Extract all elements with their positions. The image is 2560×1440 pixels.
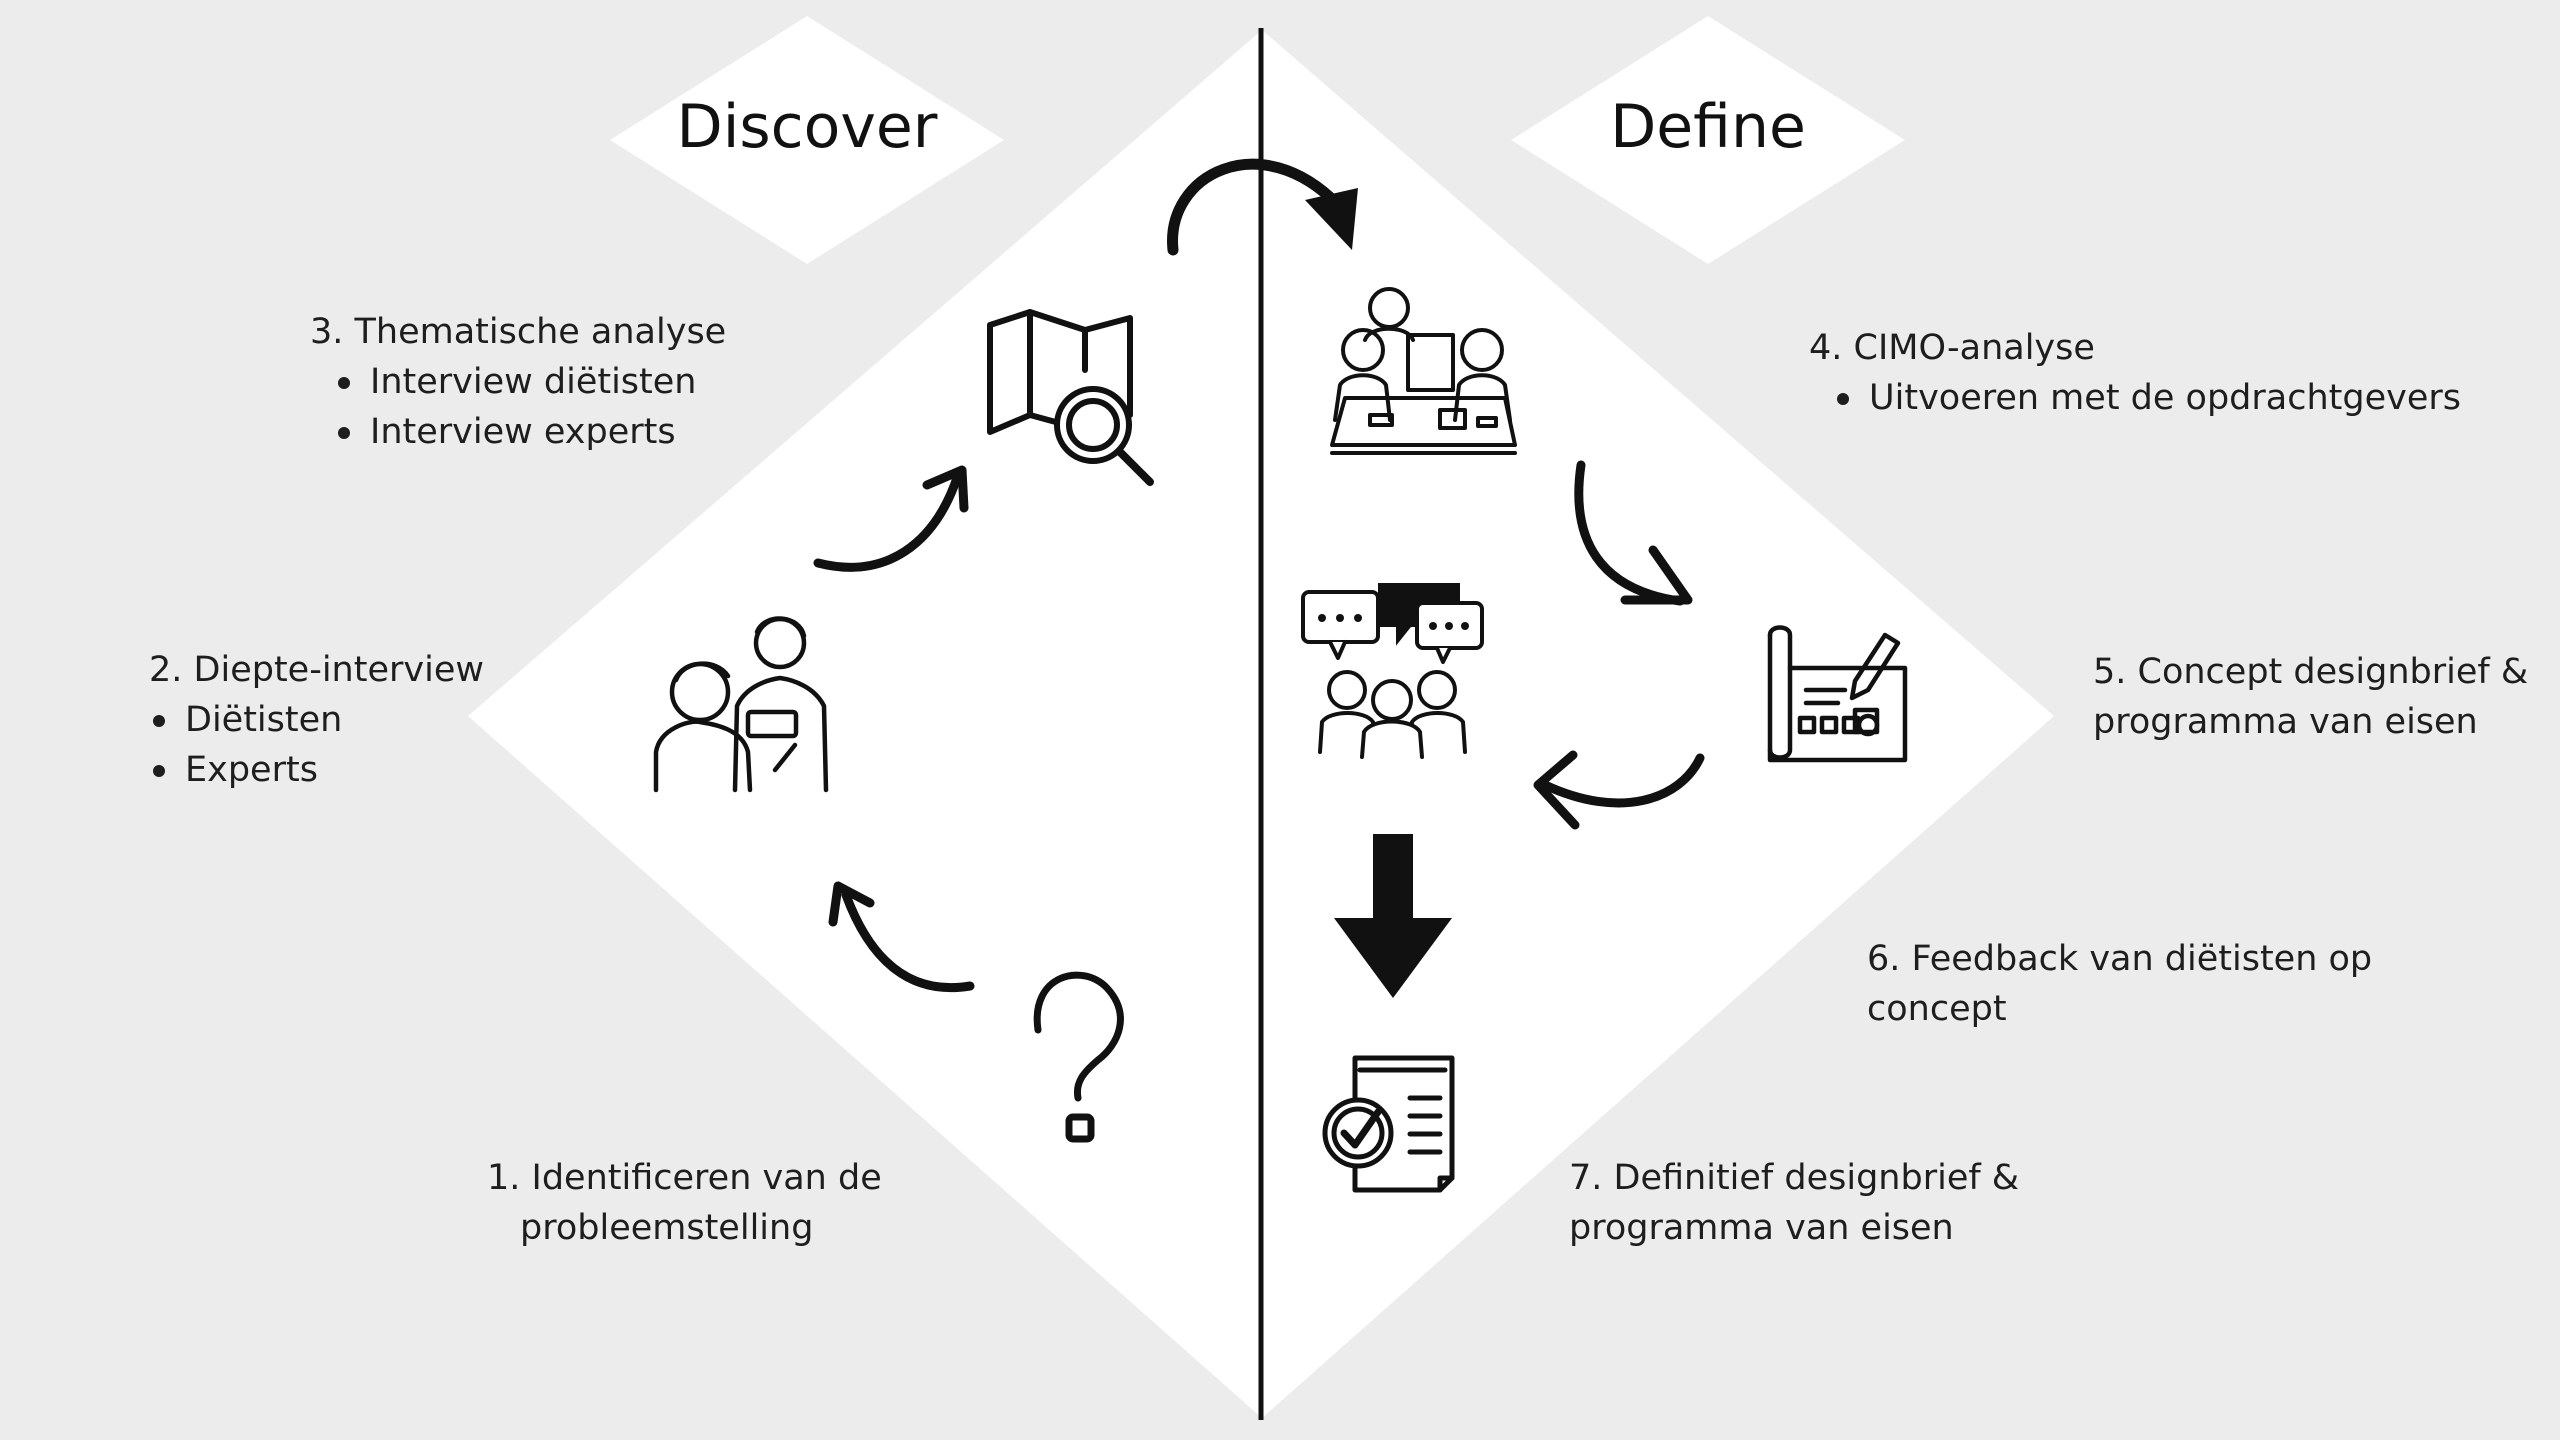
discover-phase-title: Discover [676, 92, 938, 162]
step-4-bullet-1: Uitvoeren met de opdrachtgevers [1833, 373, 2461, 423]
step-5-line-2: programma van eisen [2093, 702, 2478, 742]
step-3-bullet-2: Interview experts [334, 407, 726, 457]
define-diamond [1262, 30, 2054, 1418]
discover-title-diamond [610, 16, 1004, 264]
meeting-table-icon [1330, 287, 1517, 455]
step-2-label: 2. Diepte-interview Diëtisten Experts [149, 645, 484, 795]
map-magnifier-icon [987, 309, 1154, 486]
step-7-line-2: programma van eisen [1569, 1208, 1954, 1248]
arrow-step4-to-step5 [1574, 460, 1693, 606]
arrow-step5-to-step6 [1533, 750, 1705, 830]
step-3-bullet-1: Interview diëtisten [334, 357, 726, 407]
step-7-line-1: 7. Definitief designbrief & [1569, 1158, 2020, 1198]
arrow-step2-to-step3 [813, 465, 969, 572]
define-title-diamond [1511, 16, 1905, 264]
step-1-line-2: probleemstelling [520, 1208, 814, 1248]
step-2-bullet-1: Diëtisten [149, 695, 484, 745]
arrow-step1-to-step2 [828, 881, 975, 993]
step-4-title: 4. CIMO-analyse [1809, 328, 2095, 368]
discover-diamond [468, 30, 1262, 1418]
step-6-label: 6. Feedback van diëtisten op concept [1867, 934, 2372, 1034]
question-mark-icon [1033, 971, 1124, 1143]
arrow-discover-to-define [1167, 158, 1358, 256]
step-2-title: 2. Diepte-interview [149, 650, 484, 690]
step-7-label: 7. Definitief designbrief & programma va… [1569, 1153, 2019, 1253]
checklist-document-icon [1322, 1055, 1455, 1193]
step-2-bullet-2: Experts [149, 745, 484, 795]
step-3-label: 3. Thematische analyse Interview diëtist… [310, 307, 726, 457]
group-discussion-icon [1301, 583, 1484, 759]
define-phase-title: Define [1610, 92, 1806, 162]
interview-people-icon [653, 616, 829, 793]
arrow-step6-to-step7 [1334, 834, 1452, 998]
step-1-label: 1. Identificeren van de probleemstelling [487, 1153, 882, 1253]
step-3-title: 3. Thematische analyse [310, 312, 727, 352]
step-6-line-2: concept [1867, 989, 2007, 1029]
step-4-label: 4. CIMO-analyse Uitvoeren met de opdrach… [1809, 323, 2461, 423]
blueprint-pencil-icon [1767, 625, 1908, 763]
step-6-line-1: 6. Feedback van diëtisten op [1867, 939, 2373, 979]
step-1-line-1: 1. Identificeren van de [487, 1158, 882, 1198]
step-5-line-1: 5. Concept designbrief & [2093, 652, 2529, 692]
step-5-label: 5. Concept designbrief & programma van e… [2093, 647, 2528, 747]
